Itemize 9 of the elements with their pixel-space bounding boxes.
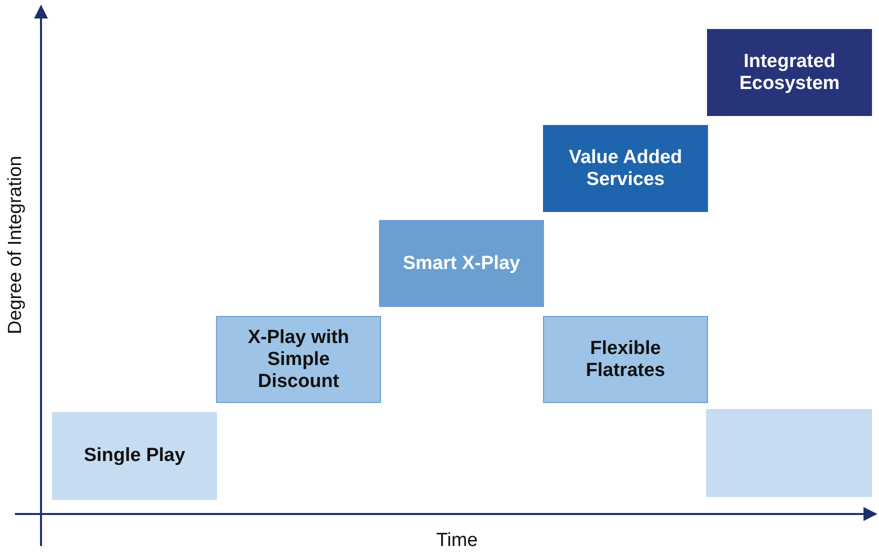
stage-box: Smart X-Play	[379, 220, 544, 307]
stage-box: Value Added Services	[543, 125, 708, 212]
stage-box: Single Play	[52, 412, 217, 500]
y-axis-title: Degree of Integration	[5, 156, 27, 334]
empty-stage-box	[706, 409, 872, 497]
stage-box: X-Play with Simple Discount	[216, 316, 381, 403]
stage-box: Integrated Ecosystem	[707, 29, 872, 116]
stage-box: Flexible Flatrates	[543, 316, 708, 403]
x-axis-title: Time	[436, 530, 478, 552]
